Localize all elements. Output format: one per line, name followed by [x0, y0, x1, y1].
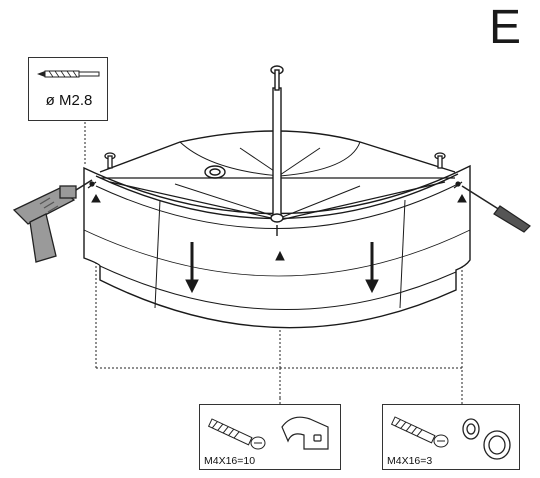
screw-cap-icons [390, 416, 511, 460]
clip-icon [281, 416, 329, 450]
screw-marks [87, 181, 463, 189]
hardware-box-screws-caps: M4X16=3 [382, 404, 520, 470]
hardware-box-screws-clips: M4X16=10 [199, 404, 341, 470]
cap-icon [462, 418, 511, 460]
step-letter: E [489, 1, 522, 54]
corner-feet [104, 152, 446, 169]
hardware-quantity-2: M4X16=3 [387, 455, 433, 467]
drill-icon [12, 179, 93, 263]
screw-clip-icons [207, 416, 329, 450]
hardware-quantity-1: M4X16=10 [204, 455, 256, 467]
screw-icon [390, 416, 449, 448]
insert-arrows [91, 193, 467, 261]
screwdriver-icon [461, 185, 531, 233]
drill-bit-size: ø M2.8 [45, 92, 93, 109]
screw-icon [207, 418, 266, 450]
center-leg [270, 65, 284, 236]
press-arrows [185, 242, 379, 294]
drill-bit-spec-box: ø M2.8 [28, 57, 108, 121]
drill-bit-icon [37, 70, 100, 78]
